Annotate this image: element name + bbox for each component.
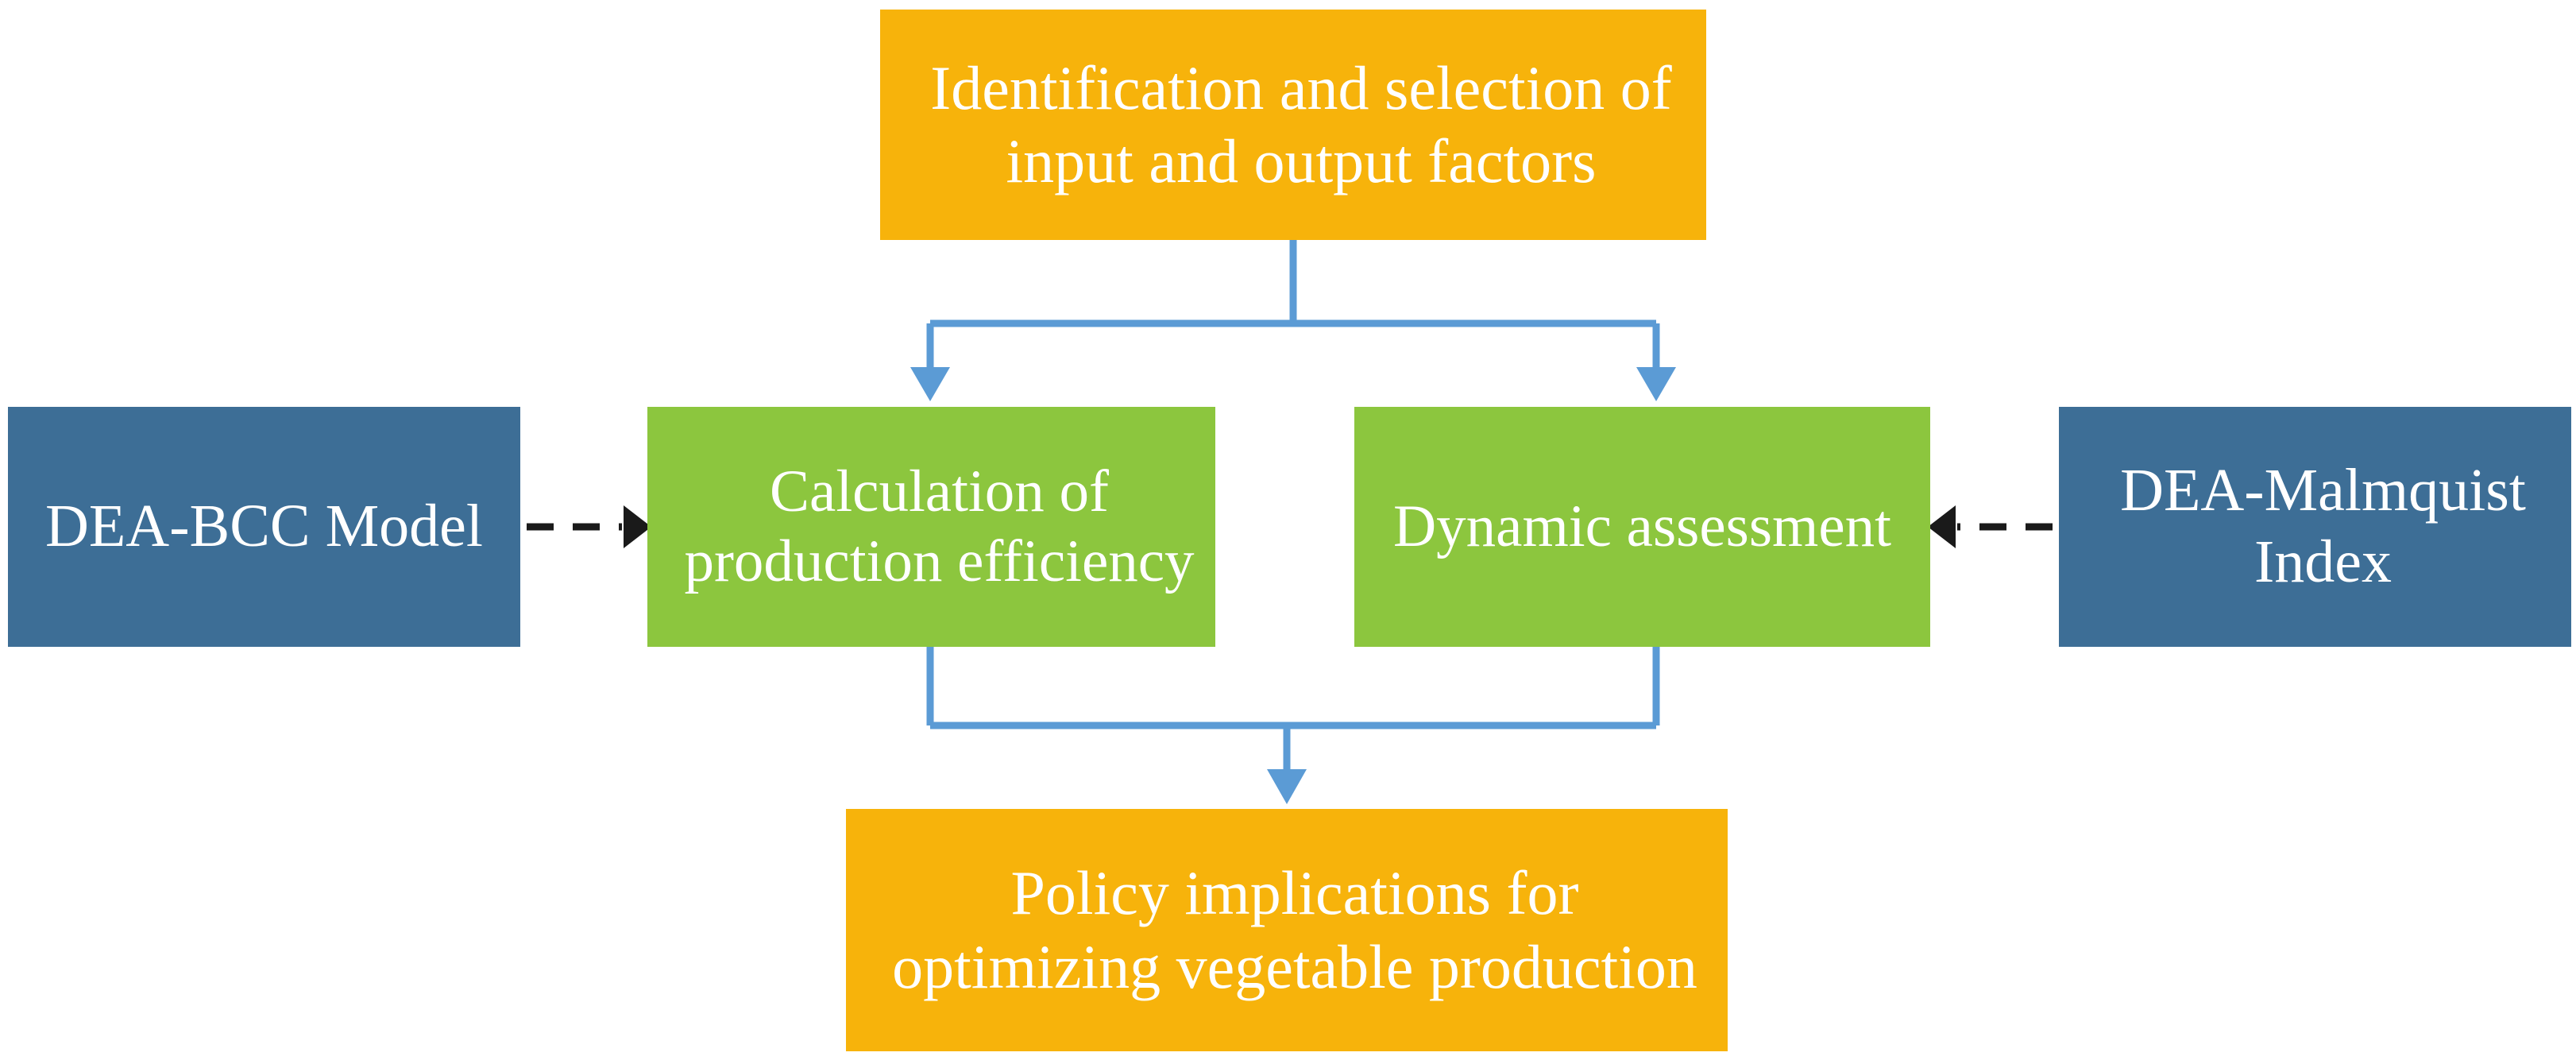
node-dea-malmquist-index-line2: Index xyxy=(2254,528,2393,595)
node-dea-bcc-model-text: DEA-BCC Model xyxy=(45,493,483,560)
node-dea-malmquist-index-line1: DEA-Malmquist xyxy=(2120,457,2526,524)
node-policy-implications-line1: Policy implications for xyxy=(1010,858,1579,928)
node-dea-malmquist-index-text: DEA-Malmquist Index xyxy=(2059,455,2571,598)
connector-identification-split xyxy=(910,240,1676,401)
connector-dea-malmquist-dashed xyxy=(1928,505,2053,548)
node-dea-malmquist-index: DEA-Malmquist Index xyxy=(2059,407,2571,647)
node-dea-bcc-model: DEA-BCC Model xyxy=(8,407,520,647)
node-policy-implications: Policy implications for optimizing veget… xyxy=(846,809,1728,1051)
node-production-efficiency: Calculation of production efficiency xyxy=(647,407,1215,647)
node-policy-implications-line2: optimizing vegetable production xyxy=(892,931,1697,1001)
node-identification-line1: Identification and selection of xyxy=(930,52,1672,122)
node-production-efficiency-text: Calculation of production efficiency xyxy=(647,457,1215,598)
connector-dea-bcc-dashed xyxy=(527,505,651,548)
node-identification-text: Identification and selection of input an… xyxy=(880,52,1706,198)
node-production-efficiency-line2: production efficiency xyxy=(684,528,1195,594)
node-identification: Identification and selection of input an… xyxy=(880,10,1706,240)
node-dynamic-assessment: Dynamic assessment xyxy=(1354,407,1930,647)
connector-green-to-policy xyxy=(926,647,1660,804)
node-dynamic-assessment-text: Dynamic assessment xyxy=(1393,493,1891,559)
node-identification-line2: input and output factors xyxy=(1006,126,1597,195)
node-policy-implications-text: Policy implications for optimizing veget… xyxy=(846,857,1728,1003)
node-production-efficiency-line1: Calculation of xyxy=(770,458,1109,524)
